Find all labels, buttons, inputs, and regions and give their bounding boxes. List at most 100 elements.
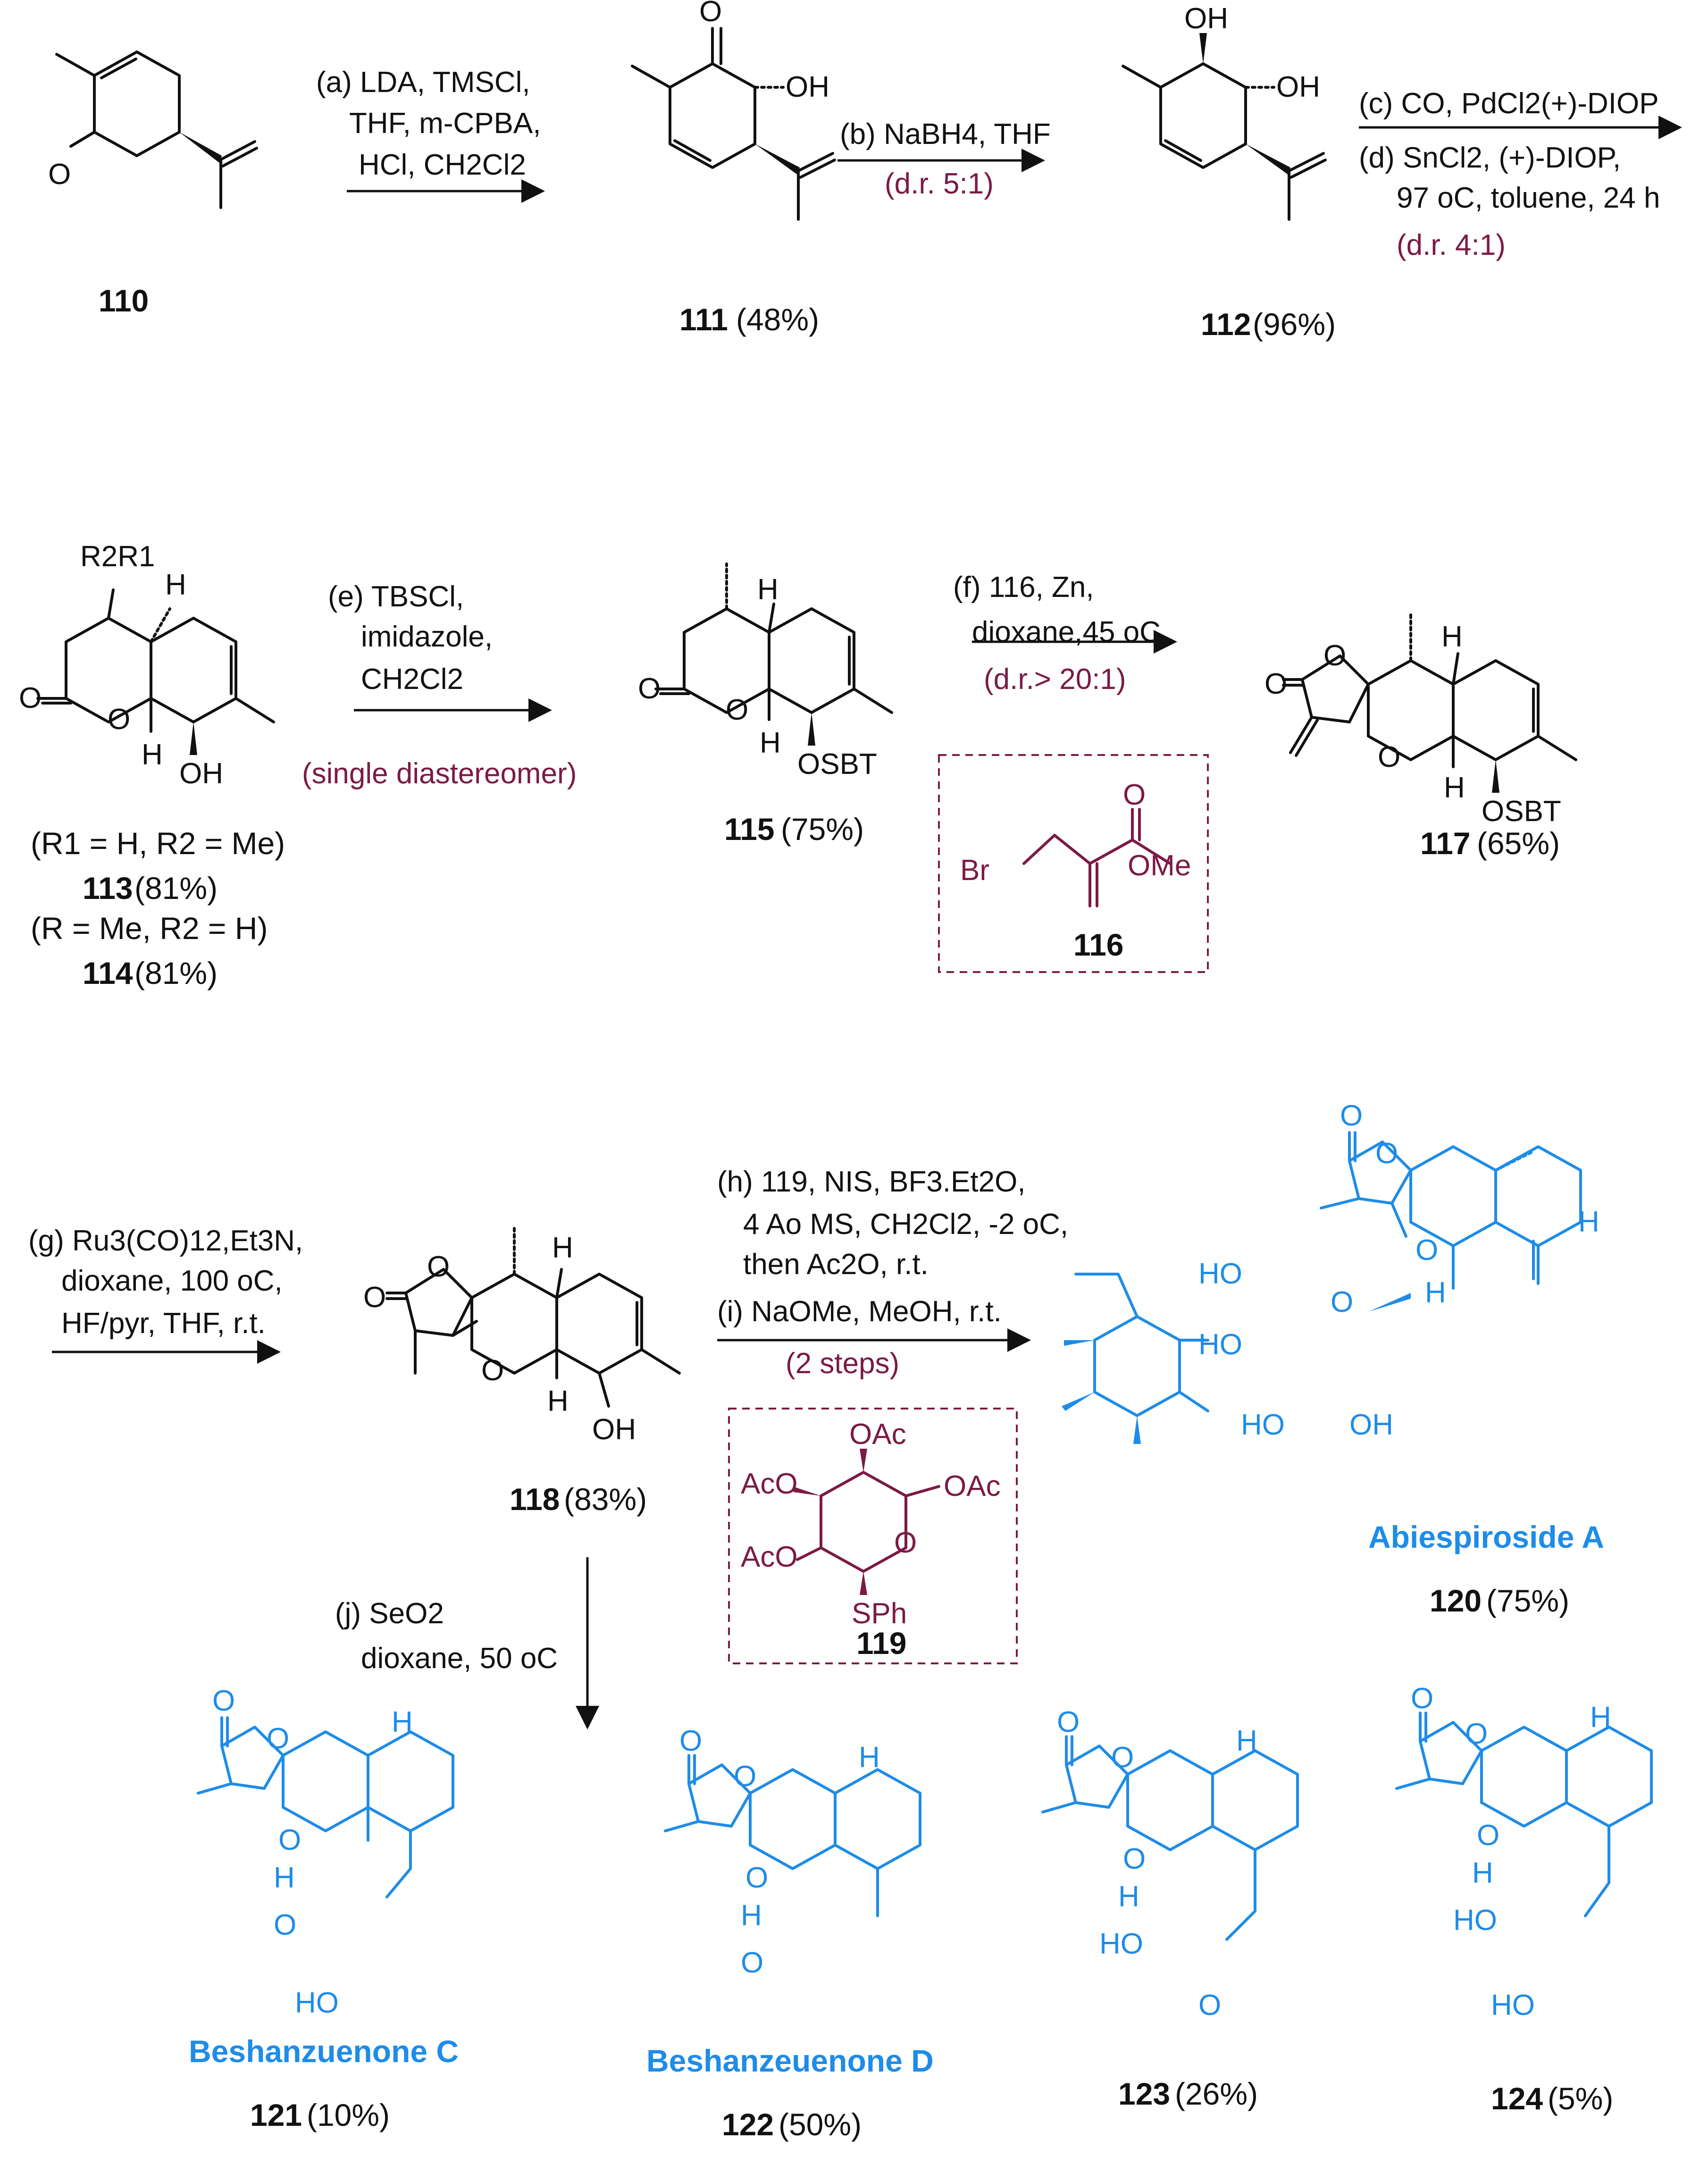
atom-O: O	[48, 158, 71, 191]
compound-117-label: 117	[1420, 826, 1470, 861]
step-j-line-2: dioxane, 50 oC	[361, 1642, 558, 1675]
atom-O: O	[481, 1354, 504, 1387]
compound-117: O O O H H OSBT 117 (65%)	[1264, 612, 1577, 861]
atom-OH: OH	[1276, 71, 1320, 103]
reagent-116-box: Br O OMe 116	[938, 754, 1209, 973]
atom-OSBT: OSBT	[1482, 795, 1561, 828]
atom-HO: HO	[1241, 1409, 1285, 1441]
atom-O: O	[278, 1824, 301, 1856]
atom-O: O	[1331, 1286, 1353, 1318]
compound-118-label: 118	[510, 1482, 560, 1517]
step-a-line-2: THF, m-CPBA,	[349, 107, 541, 140]
atom-H: H	[552, 1232, 573, 1264]
atom-O: O	[745, 1862, 768, 1894]
atom-H: H	[1472, 1857, 1493, 1889]
atom-O: O	[1111, 1741, 1134, 1774]
atom-O: O	[1340, 1099, 1363, 1132]
atom-H: H	[547, 1385, 569, 1418]
compound-114-label: 114	[83, 956, 133, 990]
atom-HO: HO	[1491, 1989, 1535, 2022]
compound-115: H O O H OSBT 115 (75%)	[638, 562, 893, 847]
compound-115-label: 115	[724, 812, 774, 847]
reagent-116-frame	[938, 754, 1209, 973]
step-g-line-3: HF/pyr, THF, r.t.	[61, 1307, 266, 1340]
atom-R2R1: R2R1	[80, 540, 155, 573]
step-a-line-3: HCl, CH2Cl2	[359, 149, 526, 181]
compound-113-yield: (81%)	[134, 871, 218, 906]
atom-H: H	[1444, 772, 1465, 804]
atom-H: H	[760, 727, 781, 759]
compound-110-label: 110	[99, 283, 149, 318]
atom-O: O	[1198, 1989, 1221, 2022]
atom-O: O	[1375, 1137, 1398, 1170]
atom-OH: OH	[592, 1413, 636, 1446]
atom-O: O	[19, 682, 42, 714]
atom-OH: OH	[1349, 1409, 1393, 1441]
atom-OH: OH	[179, 757, 223, 790]
atom-H: H	[392, 1706, 413, 1738]
compound-112-label: 112	[1201, 307, 1251, 342]
atom-O: O	[1378, 741, 1400, 773]
atom-O: O	[726, 694, 748, 726]
compound-113-note: (R1 = H, R2 = Me)	[31, 826, 285, 861]
atom-O: O	[1123, 779, 1146, 811]
step-e-line-3: CH2Cl2	[361, 663, 463, 696]
step-b-dr: (d.r. 5:1)	[885, 168, 994, 200]
reagent-119-box: OAc AcO OAc AcO O SPh 119	[728, 1408, 1018, 1664]
step-f-line-1: (f) 116, Zn,	[953, 571, 1094, 604]
atom-O: O	[274, 1909, 296, 1941]
atom-O: O	[638, 672, 661, 705]
compound-114-note: (R = Me, R2 = H)	[31, 911, 268, 946]
atom-O: O	[1415, 1234, 1438, 1267]
step-g-line-2: dioxane, 100 oC,	[61, 1265, 283, 1297]
atom-H: H	[859, 1741, 880, 1774]
step-e-line-2: imidazole,	[361, 621, 493, 653]
atom-O: O	[1264, 668, 1287, 700]
atom-H: H	[1441, 621, 1463, 653]
step-g-line-1: (g) Ru3(CO)12,Et3N,	[28, 1225, 303, 1257]
compound-111-label: 111	[679, 302, 728, 337]
step-cd-line-1: (c) CO, PdCl2(+)-DIOP	[1359, 87, 1659, 120]
atom-H: H	[1425, 1276, 1446, 1309]
step-cd-line-2: (d) SnCl2, (+)-DIOP,	[1359, 142, 1621, 174]
step-hi-line-3: then Ac2O, r.t.	[743, 1248, 929, 1281]
atom-OSBT: OSBT	[797, 748, 877, 780]
compound-120-yield: (75%)	[1486, 1583, 1569, 1618]
atom-H: H	[1578, 1206, 1599, 1238]
compound-120: O O O H H HO O HO HO OH Abiespiroside A …	[1062, 1099, 1604, 1618]
step-f-line-2: dioxane,45 oC	[972, 616, 1161, 648]
compound-113-114: R2R1 H O O H OH (R1 = H, R2 = Me) 113 (8…	[19, 540, 285, 990]
atom-O: O	[1323, 639, 1346, 672]
compound-122: O O O H H O Beshanzeuenone D 122 (50%)	[646, 1725, 934, 2142]
compound-110: O 110	[48, 50, 258, 318]
compound-118-yield: (83%)	[564, 1482, 647, 1517]
step-b-line-1: (b) NaBH4, THF	[840, 118, 1051, 151]
atom-OH: OH	[786, 71, 829, 103]
atom-O: O	[1411, 1682, 1433, 1715]
atom-H: H	[1236, 1725, 1257, 1757]
compound-122-label: 122	[722, 2107, 774, 2142]
step-hi-line-2: 4 Ao MS, CH2Cl2, -2 oC,	[743, 1208, 1068, 1241]
compound-118: O O O H H OH 118 (83%)	[363, 1225, 681, 1517]
step-j-line-1: (j) SeO2	[335, 1597, 444, 1630]
step-cd-dr: (d.r. 4:1)	[1397, 229, 1506, 261]
step-hi-dr: (2 steps)	[786, 1347, 899, 1380]
atom-HO: HO	[1099, 1928, 1143, 1960]
atom-H: H	[274, 1862, 295, 1894]
atom-OAc: OAc	[944, 1470, 1001, 1502]
atom-H: H	[757, 573, 779, 606]
reagent-119-label: 119	[856, 1626, 906, 1661]
atom-H: H	[165, 569, 186, 601]
compound-117-yield: (65%)	[1477, 826, 1560, 861]
atom-OH: OH	[1184, 2, 1228, 35]
step-a-line-1: (a) LDA, TMSCl,	[316, 66, 530, 99]
atom-SPh: SPh	[852, 1597, 907, 1630]
compound-114-yield: (81%)	[134, 956, 218, 990]
atom-HO: HO	[1453, 1904, 1497, 1937]
atom-O: O	[1465, 1718, 1488, 1750]
atom-O: O	[108, 703, 130, 736]
atom-O: O	[212, 1685, 235, 1717]
atom-O: O	[267, 1722, 289, 1755]
atom-OAc: OAc	[849, 1418, 906, 1451]
